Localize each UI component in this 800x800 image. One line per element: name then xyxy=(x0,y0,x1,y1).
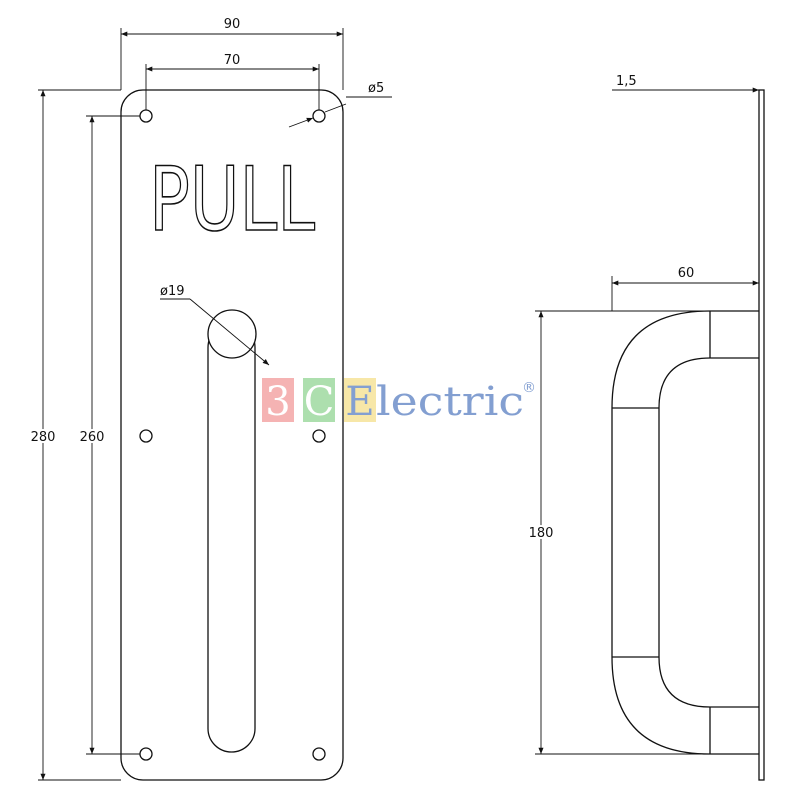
handle-bar-outline xyxy=(207,323,256,753)
mounting-hole xyxy=(312,747,326,761)
handle-outer-profile xyxy=(611,310,759,755)
dimension-handle-length: 180 xyxy=(529,526,554,541)
mounting-hole xyxy=(139,747,153,761)
mounting-hole xyxy=(312,109,326,123)
dimension-hole-spacing-y: 260 xyxy=(80,430,105,445)
dimension-handle-projection: 60 xyxy=(678,266,695,281)
dimension-handle-diameter: ø19 xyxy=(160,284,185,299)
watermark-registered: ® xyxy=(522,380,536,396)
mounting-hole xyxy=(139,429,153,443)
front-view: PULL 90 70 ø5 ø19 280 260 xyxy=(29,17,392,781)
dimension-plate-thickness: 1,5 xyxy=(616,74,637,89)
watermark-box-3 xyxy=(262,378,294,422)
watermark-letter-c: C xyxy=(304,379,335,425)
plate-edge xyxy=(758,89,765,781)
leader-hole-diameter xyxy=(288,117,314,128)
mounting-hole xyxy=(312,429,326,443)
brand-watermark: 3 C E lectric ® xyxy=(262,378,536,425)
dimension-hole-spacing-x: 70 xyxy=(224,53,241,68)
side-view: 1,5 60 180 xyxy=(527,74,765,781)
dimension-overall-width: 90 xyxy=(224,17,241,32)
watermark-box-e xyxy=(344,378,376,422)
watermark-letter-e: E xyxy=(345,379,374,425)
watermark-box-c xyxy=(303,378,335,422)
pull-label: PULL xyxy=(149,148,315,251)
dimension-hole-diameter: ø5 xyxy=(368,81,384,96)
leader-handle-diameter xyxy=(189,298,270,366)
dimension-overall-height: 280 xyxy=(31,430,56,445)
watermark-rest: lectric xyxy=(376,379,524,425)
mounting-hole xyxy=(139,109,153,123)
handle-inner-profile xyxy=(658,357,759,708)
watermark-letter-3: 3 xyxy=(265,379,290,425)
door-plate-outline xyxy=(120,89,344,781)
